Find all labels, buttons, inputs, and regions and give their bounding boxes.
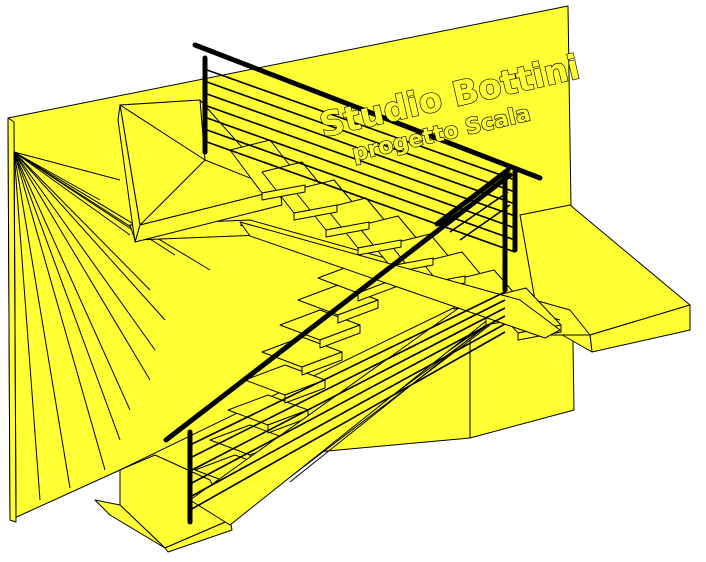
- lower-landing-edge: [164, 519, 233, 553]
- lower-handrail: [163, 172, 513, 443]
- upper-railing-cables: [206, 69, 516, 253]
- lower-railing-cables: [189, 291, 506, 511]
- wall-fan-lines: [13, 151, 211, 511]
- upper-landing-side: [117, 104, 141, 243]
- landing-handrail-link: [434, 167, 511, 227]
- lower-landing-side: [94, 499, 166, 549]
- upper-flight-stringer: [239, 221, 561, 339]
- upper-handrail: [192, 42, 543, 181]
